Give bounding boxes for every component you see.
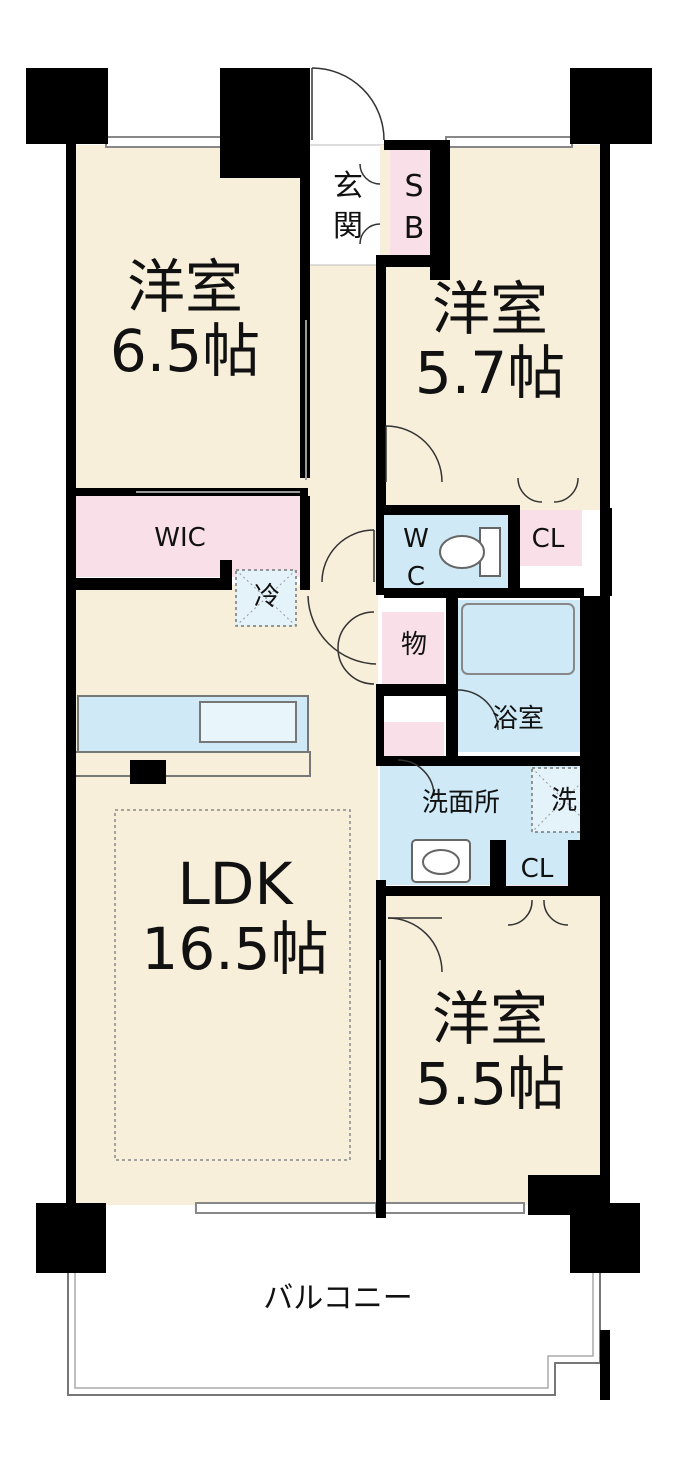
entrance-label-1: 玄	[333, 169, 363, 204]
entrance-label-2: 関	[333, 209, 363, 244]
closet-sb	[390, 148, 436, 264]
room-western2-size: 5.7帖	[414, 339, 566, 407]
fridge-label: 冷	[253, 582, 280, 612]
ldk-dashed-area	[114, 809, 351, 1161]
storage-label: 物	[400, 630, 427, 660]
cl-upper-label: CL	[531, 524, 565, 554]
walls	[26, 68, 652, 1273]
room-ldk-size: 16.5帖	[141, 915, 329, 983]
sb-label-1: S	[404, 169, 424, 204]
toilet-icon	[439, 527, 501, 577]
sb-label-2: B	[403, 211, 425, 246]
bathtub	[461, 603, 575, 675]
room-bath	[456, 600, 580, 752]
room-wic-label: WIC	[154, 523, 206, 553]
room-western2-name: 洋室	[431, 275, 548, 343]
room-western-5-5	[380, 895, 605, 1205]
bath-label: 浴室	[491, 704, 544, 734]
room-entrance	[305, 144, 389, 266]
sliding-doors	[136, 320, 381, 1160]
wc-label-2: C	[406, 562, 426, 592]
kitchen-back	[71, 751, 311, 777]
room-western3-size: 5.5帖	[414, 1050, 566, 1118]
closet-small	[382, 722, 444, 758]
balcony-label: バルコニー	[263, 1281, 413, 1316]
closet-storage	[382, 612, 444, 684]
kitchen-sink	[199, 701, 297, 743]
room-ldk	[72, 585, 378, 1205]
room-western3-name: 洋室	[431, 985, 548, 1053]
doors	[307, 67, 579, 973]
washer-label: 洗	[550, 786, 577, 816]
room-western1-size: 6.5帖	[109, 317, 261, 385]
balcony-post	[600, 1330, 610, 1400]
sink-icon	[411, 839, 471, 883]
closet-wic	[72, 495, 300, 577]
room-ldk-name: LDK	[177, 850, 293, 918]
room-western1-name: 洋室	[126, 253, 243, 321]
washroom-label: 洗面所	[421, 788, 500, 818]
closet-cl-upper	[514, 510, 582, 566]
cl-lower-label: CL	[520, 854, 554, 884]
room-western-6-5	[72, 145, 306, 490]
fridge-space	[235, 569, 297, 627]
wc-label-1: W	[403, 524, 429, 554]
